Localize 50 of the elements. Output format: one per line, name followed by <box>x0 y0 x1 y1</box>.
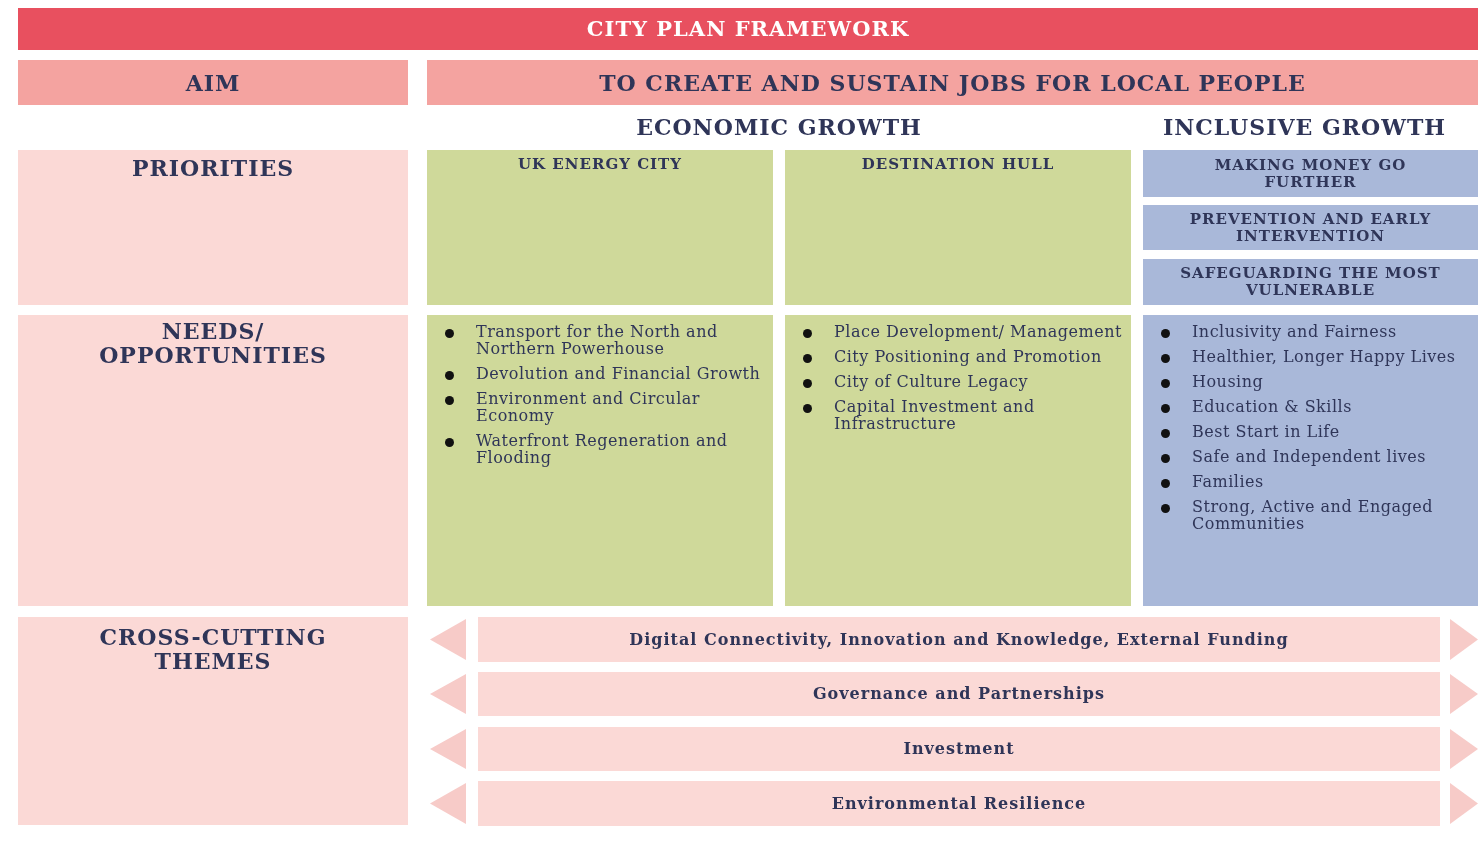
list-item-text: Capital Investment and Infrastructure <box>834 398 1036 432</box>
list-item-text: City Positioning and Promotion <box>834 348 1102 365</box>
priority-panel <box>785 150 1131 305</box>
theme-text: Investment <box>902 740 1016 758</box>
list-item-text: Inclusivity and Fairness <box>1192 323 1397 340</box>
list-item-text: Education & Skills <box>1192 398 1352 415</box>
priority-panel <box>1143 205 1478 250</box>
theme-band <box>478 781 1440 826</box>
list-item-text: Transport for the North and Northern Powerhouse <box>476 323 719 357</box>
row-header-band <box>18 60 408 105</box>
list-item-text: Best Start in Life <box>1192 423 1340 440</box>
needs-panel <box>785 315 1131 606</box>
list-item-text: City of Culture Legacy <box>834 373 1029 390</box>
list-item-text: Families <box>1192 473 1264 490</box>
row-header-panel <box>18 617 408 825</box>
aim-band <box>427 60 1478 105</box>
panel-heading: AIM <box>184 70 242 95</box>
list-item-text: Healthier, Longer Happy Lives <box>1192 348 1456 365</box>
panel-heading: DESTINATION HULL <box>860 156 1056 173</box>
priority-panel <box>427 150 773 305</box>
row-header-panel <box>18 315 408 606</box>
column-heading: INCLUSIVE GROWTH <box>1161 113 1448 142</box>
panel-heading: TO CREATE AND SUSTAIN JOBS FOR LOCAL PEOPLE <box>598 70 1307 95</box>
panel-heading: MAKING MONEY GO FURTHER <box>1213 156 1408 191</box>
panel-heading: PREVENTION AND EARLY INTERVENTION <box>1188 210 1433 245</box>
theme-band <box>478 727 1440 771</box>
panel-heading: UK ENERGY CITY <box>517 156 683 173</box>
needs-panel <box>427 315 773 606</box>
theme-band <box>478 617 1440 662</box>
theme-band <box>478 672 1440 716</box>
theme-text: Governance and Partnerships <box>811 685 1107 703</box>
theme-text: Digital Connectivity, Innovation and Knowledge, External Funding <box>628 630 1290 649</box>
panel-heading: PRIORITIES <box>130 156 296 180</box>
list-item-text: Housing <box>1192 373 1264 390</box>
needs-panel <box>1143 315 1478 606</box>
list-item-text: Environment and Circular Economy <box>476 390 701 424</box>
list-item-text: Strong, Active and Engaged Communities <box>1192 498 1434 532</box>
panel-heading: NEEDS/ OPPORTUNITIES <box>98 319 328 367</box>
list-item-text: Devolution and Financial Growth <box>476 365 761 382</box>
list-item-text: Place Development/ Management <box>834 323 1122 340</box>
panel-heading: CROSS-CUTTING THEMES <box>98 625 328 673</box>
priority-panel <box>1143 150 1478 197</box>
title-banner: CITY PLAN FRAMEWORK <box>18 8 1478 50</box>
column-heading: ECONOMIC GROWTH <box>635 113 923 142</box>
priority-panel <box>1143 259 1478 305</box>
list-item-text: Safe and Independent lives <box>1192 448 1426 465</box>
panel-heading: SAFEGUARDING THE MOST VULNERABLE <box>1179 265 1442 299</box>
row-header-panel <box>18 150 408 305</box>
theme-text: Environmental Resilience <box>830 794 1088 813</box>
list-item-text: Waterfront Regeneration and Flooding <box>476 432 729 466</box>
